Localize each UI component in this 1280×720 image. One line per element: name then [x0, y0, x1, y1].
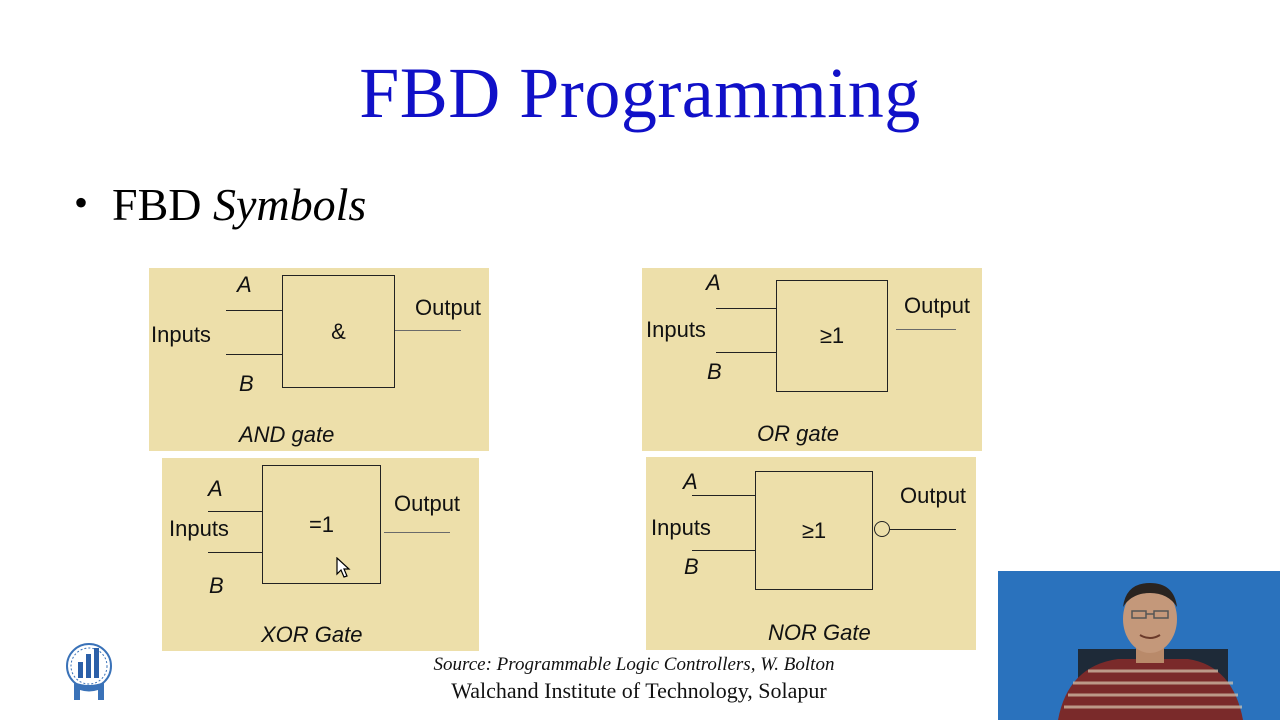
presenter-video-overlay	[998, 571, 1280, 720]
nor-input-a-wire	[692, 495, 756, 496]
and-output-label: Output	[415, 295, 482, 320]
or-inputs-label: Inputs	[646, 317, 706, 342]
institute-logo-icon	[66, 643, 112, 700]
bullet-prefix: FBD	[112, 179, 213, 230]
xor-input-b-wire	[208, 552, 263, 553]
and-gate-diagram: A Inputs B & Output AND gate	[149, 268, 489, 451]
xor-gate-caption: XOR Gate	[261, 622, 363, 647]
and-input-b-label: B	[239, 371, 254, 396]
xor-output-wire	[384, 532, 450, 533]
presenter-figure-icon	[998, 571, 1280, 720]
slide-title: FBD Programming	[359, 53, 921, 133]
nor-input-b-wire	[692, 550, 756, 551]
bullet-dot: •	[74, 180, 89, 225]
nor-output-label: Output	[900, 483, 967, 508]
nor-output-wire	[890, 529, 956, 530]
and-output-wire	[395, 330, 461, 331]
or-gate-diagram: A Inputs B ≥1 Output OR gate	[642, 268, 982, 451]
xor-input-b-label: B	[209, 573, 224, 598]
bullet-emphasis: Symbols	[212, 179, 367, 230]
bullet-item: • FBD Symbols	[74, 178, 366, 231]
and-function-block: &	[282, 275, 395, 388]
or-input-b-wire	[716, 352, 777, 353]
nor-function-block: ≥1	[755, 471, 873, 590]
and-input-a-wire	[226, 310, 283, 311]
and-input-a-label: A	[237, 272, 252, 297]
mouse-pointer-icon	[336, 557, 351, 578]
xor-gate-diagram: A Inputs B =1 Output XOR Gate	[162, 458, 479, 651]
nor-gate-caption: NOR Gate	[768, 620, 871, 645]
or-input-a-label: A	[706, 270, 721, 295]
or-input-b-label: B	[707, 359, 722, 384]
or-gate-caption: OR gate	[757, 421, 839, 446]
nor-inputs-label: Inputs	[651, 515, 711, 540]
source-citation: Source: Programmable Logic Controllers, …	[433, 654, 835, 675]
xor-output-label: Output	[394, 491, 461, 516]
xor-input-a-wire	[208, 511, 263, 512]
xor-input-a-label: A	[208, 476, 223, 501]
nor-gate-diagram: A Inputs B ≥1 Output NOR Gate	[646, 457, 976, 650]
or-output-wire	[896, 329, 956, 330]
or-function-block: ≥1	[776, 280, 888, 392]
nor-input-a-label: A	[683, 469, 698, 494]
xor-inputs-label: Inputs	[169, 516, 229, 541]
and-inputs-label: Inputs	[151, 322, 211, 347]
institute-name: Walchand Institute of Technology, Solapu…	[451, 678, 827, 703]
and-gate-caption: AND gate	[239, 422, 335, 447]
nor-input-b-label: B	[684, 554, 699, 579]
xor-function-block: =1	[262, 465, 381, 584]
or-input-a-wire	[716, 308, 777, 309]
or-output-label: Output	[904, 293, 971, 318]
and-input-b-wire	[226, 354, 283, 355]
nor-inversion-bubble	[874, 521, 890, 537]
